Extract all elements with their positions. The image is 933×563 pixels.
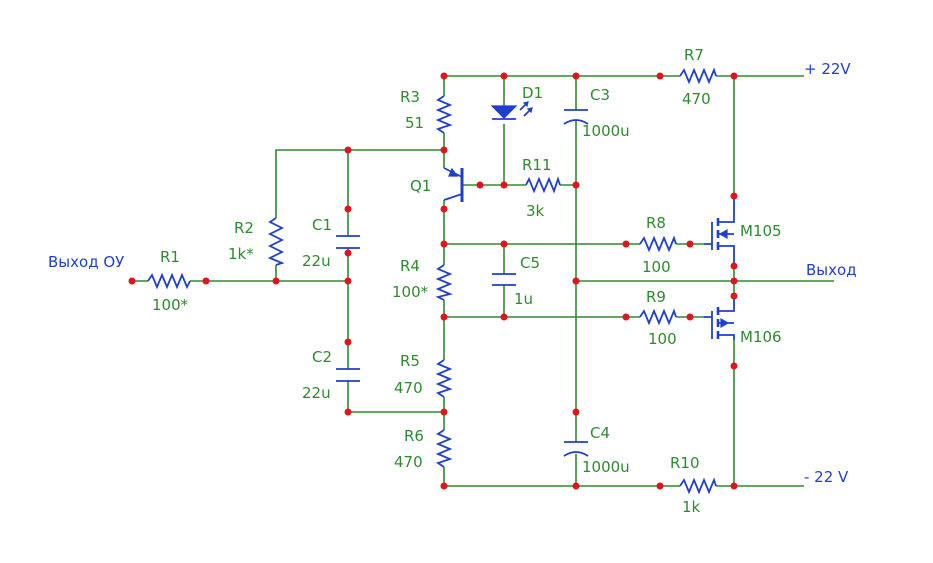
labels: Выход ОУ Выход + 22V - 22 V R1 100* R2 1… (48, 46, 857, 516)
capacitor-C3 (563, 109, 589, 125)
R6-value: 470 (394, 453, 423, 471)
R7-value: 470 (682, 90, 711, 108)
C3-ref: C3 (590, 86, 610, 104)
R10-value: 1k (682, 498, 701, 516)
R6-ref: R6 (404, 427, 424, 445)
R1-value: 100* (152, 296, 189, 314)
R11-ref: R11 (522, 156, 552, 174)
vneg-label: - 22 V (804, 468, 849, 486)
R5-ref: R5 (400, 352, 420, 370)
R4-value: 100* (392, 283, 429, 301)
M106-ref: M106 (740, 328, 782, 346)
resistor-R5 (435, 359, 453, 398)
resistor-R6 (435, 429, 453, 468)
transistor-Q1 (443, 167, 464, 202)
M105-ref: M105 (740, 222, 782, 240)
resistor-R4 (435, 264, 453, 301)
C2-value: 22u (302, 384, 331, 402)
R10-ref: R10 (670, 454, 700, 472)
led-D1 (490, 101, 533, 120)
mosfet-M106 (704, 296, 735, 340)
capacitor-C1 (336, 235, 360, 249)
R9-value: 100 (648, 330, 677, 348)
C5-value: 1u (514, 290, 533, 308)
output-label: Выход (806, 261, 857, 279)
capacitor-C5 (492, 273, 516, 286)
wires (132, 75, 834, 487)
R11-value: 3k (526, 202, 545, 220)
input-label: Выход ОУ (48, 253, 124, 271)
R3-ref: R3 (400, 88, 420, 106)
D1-ref: D1 (522, 84, 543, 102)
resistor-R7 (660, 67, 717, 85)
C4-value: 1000u (582, 458, 630, 476)
mosfet-M105 (704, 196, 735, 266)
R4-ref: R4 (400, 257, 420, 275)
capacitor-C2 (336, 368, 360, 382)
C5-ref: C5 (520, 254, 540, 272)
C3-value: 1000u (582, 122, 630, 140)
R3-value: 51 (405, 114, 424, 132)
R2-ref: R2 (234, 219, 254, 237)
R7-ref: R7 (684, 46, 704, 64)
resistor-R8 (639, 235, 677, 253)
C1-value: 22u (302, 252, 331, 270)
R5-value: 470 (394, 379, 423, 397)
capacitor-C4 (563, 441, 589, 457)
resistor-R2 (267, 217, 285, 266)
resistor-R11 (525, 176, 561, 194)
R2-value: 1k* (228, 245, 254, 263)
resistor-R3 (435, 95, 453, 134)
R9-ref: R9 (646, 288, 666, 306)
Q1-ref: Q1 (410, 177, 431, 195)
R1-ref: R1 (160, 248, 180, 266)
vpos-label: + 22V (804, 60, 851, 78)
resistor-R1 (147, 272, 191, 290)
junction-nodes (128, 72, 738, 490)
C1-ref: C1 (312, 216, 332, 234)
resistor-R10 (660, 477, 717, 495)
R8-value: 100 (642, 258, 671, 276)
R8-ref: R8 (646, 214, 666, 232)
C4-ref: C4 (590, 424, 610, 442)
resistor-R9 (639, 308, 677, 326)
C2-ref: C2 (312, 348, 332, 366)
